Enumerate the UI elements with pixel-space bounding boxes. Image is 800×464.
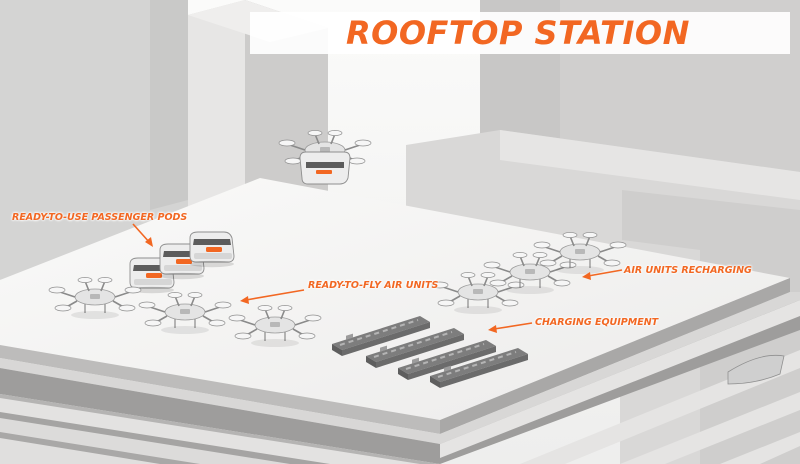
callout-arrows	[132, 223, 623, 333]
label-air-units: READY-TO-FLY AIR UNITS	[308, 280, 439, 291]
passenger-pod-3	[189, 231, 235, 268]
arrow-pods	[132, 223, 151, 244]
docked-craft	[727, 354, 785, 385]
label-charging-equipment: CHARGING EQUIPMENT	[535, 317, 659, 328]
label-air-units-recharging: AIR UNITS RECHARGING	[624, 265, 752, 276]
flying-air-unit	[278, 129, 372, 185]
building-floors	[0, 292, 800, 464]
arrow-charging	[493, 322, 533, 330]
arrow-recharging	[587, 269, 623, 277]
background-building-left	[0, 0, 188, 280]
page-title: ROOFTOP STATION	[346, 14, 690, 52]
title-band	[250, 12, 790, 54]
label-passenger-pods: READY-TO-USE PASSENGER PODS	[12, 212, 188, 223]
arrow-air-units	[245, 289, 305, 301]
